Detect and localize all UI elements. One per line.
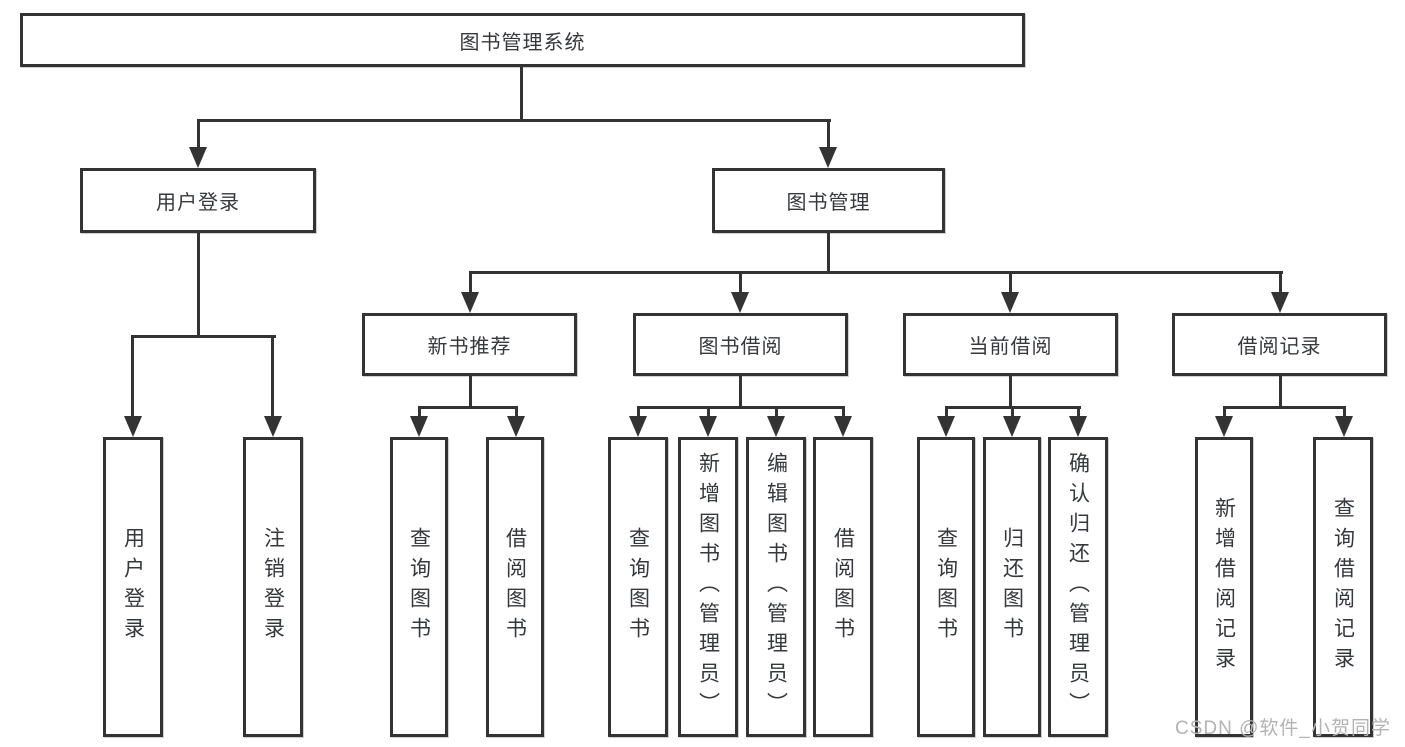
- leaf-label: 用户登录: [121, 527, 145, 647]
- connector-bb-add-drop: [707, 406, 710, 417]
- node-label: 借阅记录: [1237, 336, 1322, 358]
- connector-br-trunk: [1279, 376, 1282, 408]
- connector-ul-login-drop: [131, 335, 134, 417]
- connector-bb-query-drop: [637, 406, 640, 417]
- node-label: 图书借阅: [698, 336, 783, 358]
- node-label: 图书管理: [786, 192, 871, 214]
- node-book-management: 图书管理: [712, 168, 945, 233]
- csdn-watermark: CSDN @软件_小贺同学: [1175, 718, 1391, 739]
- leaf-logout: 注销登录: [243, 437, 303, 737]
- arrowhead-ul-logout-icon: [264, 416, 282, 437]
- node-label: 图书管理系统: [459, 31, 586, 54]
- connector-cb-query-drop: [945, 406, 948, 417]
- connector-level2-rail: [197, 119, 831, 122]
- node-new-book-recommend: 新书推荐: [362, 313, 577, 376]
- arrowhead-book-mgmt-icon: [819, 147, 837, 168]
- leaf-label: 新增借阅记录: [1212, 497, 1236, 677]
- arrowhead-bb-query-icon: [629, 416, 647, 437]
- arrowhead-new-book-icon: [461, 292, 479, 313]
- leaf-label: 借阅图书: [503, 527, 527, 647]
- connector-root-trunk: [520, 67, 523, 120]
- node-user-login: 用户登录: [80, 168, 316, 233]
- connector-cb-return-drop: [1011, 406, 1014, 417]
- connector-cb-confirm-drop: [1077, 406, 1080, 417]
- leaf-label: 编辑图书（管理员）: [764, 452, 788, 722]
- leaf-label: 查询借阅记录: [1331, 497, 1355, 677]
- node-library-management-system: 图书管理系统: [20, 13, 1025, 67]
- connector-bb-edit-drop: [775, 406, 778, 417]
- node-label: 用户登录: [156, 192, 240, 214]
- node-borrow-records: 借阅记录: [1172, 313, 1387, 376]
- leaf-label: 归还图书: [1000, 527, 1024, 647]
- leaf-user-login: 用户登录: [103, 437, 163, 737]
- connector-new-book-drop: [469, 271, 472, 293]
- leaf-nb-borrow-books: 借阅图书: [486, 437, 544, 737]
- arrowhead-nb-borrow-icon: [507, 416, 525, 437]
- arrowhead-cb-confirm-icon: [1069, 416, 1087, 437]
- connector-bb-rail: [637, 406, 845, 409]
- arrowhead-ul-login-icon: [124, 416, 142, 437]
- leaf-br-add-record: 新增借阅记录: [1195, 437, 1253, 737]
- connector-user-login-rail: [131, 335, 276, 338]
- arrowhead-bb-edit-icon: [767, 416, 785, 437]
- arrowhead-cb-return-icon: [1003, 416, 1021, 437]
- arrowhead-user-login-icon: [189, 147, 207, 168]
- node-label: 新书推荐: [427, 336, 512, 358]
- leaf-bb-add-books-admin: 新增图书（管理员）: [678, 437, 738, 737]
- connector-current-borrow-drop: [1009, 271, 1012, 293]
- connector-bb-borrow-drop: [842, 406, 845, 417]
- leaf-label: 借阅图书: [831, 527, 855, 647]
- connector-br-rail: [1223, 406, 1346, 409]
- leaf-label: 新增图书（管理员）: [696, 452, 720, 722]
- connector-br-query-drop: [1343, 406, 1346, 417]
- leaf-label: 查询图书: [626, 527, 650, 647]
- connector-nb-query-drop: [418, 406, 421, 417]
- connector-cb-trunk: [1009, 376, 1012, 408]
- connector-bb-trunk: [739, 376, 742, 408]
- connector-nb-trunk: [469, 376, 472, 408]
- node-current-borrowing: 当前借阅: [903, 313, 1118, 376]
- arrowhead-bb-borrow-icon: [834, 416, 852, 437]
- connector-user-login-drop: [197, 119, 200, 149]
- leaf-label: 注销登录: [261, 527, 285, 647]
- connector-book-mgmt-drop: [827, 119, 830, 149]
- leaf-bb-borrow-books: 借阅图书: [813, 437, 873, 737]
- leaf-br-query-record: 查询借阅记录: [1313, 437, 1373, 737]
- connector-nb-rail: [418, 406, 518, 409]
- node-book-borrowing: 图书借阅: [633, 313, 848, 376]
- connector-br-add-drop: [1223, 406, 1226, 417]
- connector-ul-logout-drop: [271, 335, 274, 417]
- connector-user-login-trunk: [197, 233, 200, 337]
- leaf-label: 确认归还（管理员）: [1066, 452, 1090, 722]
- leaf-label: 查询图书: [407, 527, 431, 647]
- arrowhead-current-borrow-icon: [1001, 292, 1019, 313]
- arrowhead-br-add-icon: [1215, 416, 1233, 437]
- leaf-cb-return-books: 归还图书: [983, 437, 1041, 737]
- arrowhead-borrow-record-icon: [1271, 292, 1289, 313]
- leaf-nb-query-books: 查询图书: [390, 437, 448, 737]
- arrowhead-bb-add-icon: [699, 416, 717, 437]
- connector-level3-rail: [469, 271, 1283, 274]
- connector-book-borrow-drop: [739, 271, 742, 293]
- leaf-cb-confirm-return-admin: 确认归还（管理员）: [1048, 437, 1108, 737]
- connector-borrow-record-drop: [1279, 271, 1282, 293]
- connector-book-mgmt-trunk: [827, 233, 830, 274]
- leaf-bb-query-books: 查询图书: [608, 437, 668, 737]
- connector-nb-borrow-drop: [515, 406, 518, 417]
- arrowhead-book-borrow-icon: [731, 292, 749, 313]
- arrowhead-cb-query-icon: [937, 416, 955, 437]
- arrowhead-br-query-icon: [1335, 416, 1353, 437]
- leaf-bb-edit-books-admin: 编辑图书（管理员）: [746, 437, 806, 737]
- node-label: 当前借阅: [968, 336, 1053, 358]
- leaf-label: 查询图书: [934, 527, 958, 647]
- arrowhead-nb-query-icon: [410, 416, 428, 437]
- leaf-cb-query-books: 查询图书: [917, 437, 975, 737]
